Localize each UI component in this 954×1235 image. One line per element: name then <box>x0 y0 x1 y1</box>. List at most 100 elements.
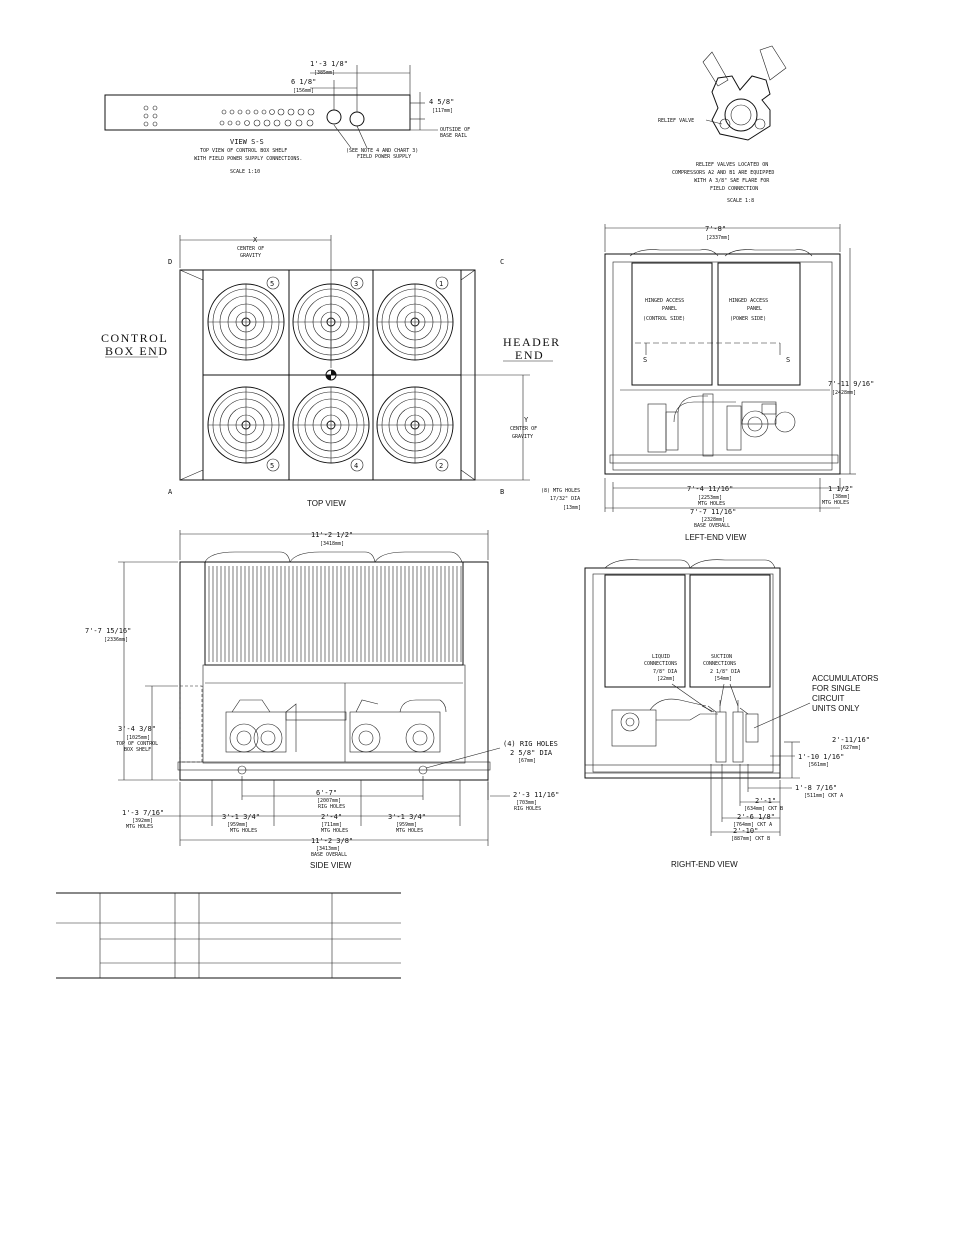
sv-shelf-l1: TOP OF CONTROL <box>116 741 158 747</box>
compressor-body <box>724 98 758 132</box>
sv-m2-lbl: MTG HOLES <box>321 828 348 834</box>
re-liquid-3: 7/8" DIA <box>653 669 677 675</box>
re-liquid-2: CONNECTIONS <box>644 661 677 667</box>
sv-height: 7'-7 15/16" <box>85 627 131 635</box>
relief-line3: WITH A 3/8" SAE FLARE FOR <box>694 178 770 184</box>
sv-width: 11'-2 1/2" <box>311 531 353 539</box>
fan-1 <box>376 283 454 361</box>
side-view: 11'-2 1/2" [3418mm] 7'-7 15/16" [2336mm]… <box>85 530 559 870</box>
le-width-mm: [2337mm] <box>706 235 730 241</box>
rig-hole-right <box>418 765 428 775</box>
top-view: 5 3 1 5 4 2 X CENTER OF GRAVITY Y CENTER… <box>101 235 561 508</box>
re-d3: 1'-8 7/16" <box>795 784 837 792</box>
corner-a: A <box>168 488 173 496</box>
y-cog-1: CENTER OF <box>510 426 537 432</box>
le-base-dim: 7'-7 11/16" <box>690 508 736 516</box>
rig-hole-left <box>237 765 247 775</box>
right-end-frame <box>584 567 781 779</box>
re-d6-mm: [887mm] CKT B <box>731 836 770 842</box>
view-s-sub2: WITH FIELD POWER SUPPLY CONNECTIONS. <box>194 156 302 162</box>
sv-width-mm: [3418mm] <box>320 541 344 547</box>
le-edge-mm: [38mm] <box>832 494 850 500</box>
sv-m3-lbl: MTG HOLES <box>396 828 423 834</box>
header-end-2: END <box>515 348 544 362</box>
re-d6: 2'-10" <box>733 827 758 835</box>
y-label: Y <box>524 416 529 424</box>
le-edge-lbl: MTG HOLES <box>822 500 849 506</box>
corner-c: C <box>500 258 504 266</box>
fan-label-4: 4 <box>354 462 358 470</box>
re-liquid-1: LIQUID <box>652 654 670 660</box>
sv-left-lbl: MTG HOLES <box>126 824 153 830</box>
coil-fins <box>208 566 462 662</box>
sv-m1: 3'-1 3/4" <box>222 813 260 821</box>
sv-m3-mm: [959mm] <box>396 822 417 828</box>
re-accumulators-1: ACCUMULATORS <box>812 674 878 683</box>
sv-m1-mm: [959mm] <box>227 822 248 828</box>
section-s-right: S <box>786 356 790 364</box>
sv-right-dim: 2'-3 11/16" <box>513 791 559 799</box>
sv-right-mm: [703mm] <box>516 800 537 806</box>
control-box-shelf <box>104 94 411 131</box>
panel-control-3: (CONTROL SIDE) <box>643 316 685 322</box>
panel-control-1: HINGED ACCESS <box>645 298 684 304</box>
re-suction-3: 2 1/8" DIA <box>710 669 740 675</box>
re-d4-mm: [634mm] CKT B <box>744 806 783 812</box>
sv-right-lbl: RIG HOLES <box>514 806 541 812</box>
fan-4 <box>292 386 370 464</box>
re-accumulators-4: UNITS ONLY <box>812 704 860 713</box>
corner-d: D <box>168 258 172 266</box>
view-s-scale: SCALE 1:10 <box>230 169 260 175</box>
sv-left-mm: [392mm] <box>132 818 153 824</box>
re-d5: 2'-6 1/8" <box>737 813 775 821</box>
sv-m2-mm: [711mm] <box>321 822 342 828</box>
view-s-note2: FIELD POWER SUPPLY <box>357 154 411 160</box>
re-d3-mm: [511mm] CKT A <box>804 793 843 799</box>
hinged-panel-power <box>717 262 801 386</box>
fan-label-5-bottom: 5 <box>270 462 274 470</box>
le-base-mm: [2328mm] <box>701 517 725 523</box>
dim-mid: 6 1/8" <box>291 78 316 86</box>
re-components <box>611 698 759 763</box>
panel-power-2: PANEL <box>747 306 762 312</box>
sv-m2: 2'-4" <box>321 813 342 821</box>
re-suction-1: SUCTION <box>711 654 732 660</box>
fan-label-1: 1 <box>439 280 443 288</box>
sv-rig-2: 2 5/8" DIA <box>510 749 553 757</box>
relief-line2: COMPRESSORS A2 AND B1 ARE EQUIPPED <box>672 170 774 176</box>
power-supply-knockout-1 <box>326 109 342 125</box>
view-s-note1: (SEE NOTE 4 AND CHART 3) <box>346 148 418 154</box>
le-mtg-holes: MTG HOLES <box>698 501 725 507</box>
left-end-view: 7'-8" [2337mm] 7'-11 9/16" [2428mm] HING… <box>541 224 874 542</box>
relief-valve-fitting <box>719 118 731 130</box>
sv-rig-span-mm: [2007mm] <box>317 798 341 804</box>
fan-label-2: 2 <box>439 462 443 470</box>
compressor-group-right <box>349 699 447 753</box>
dim-mid-mm: [156mm] <box>293 88 314 94</box>
le-base-lbl: BASE OVERALL <box>694 523 730 529</box>
control-box-end-1: CONTROL <box>101 331 168 345</box>
dim-top-mm: [385mm] <box>314 70 335 76</box>
le-mtg-mm: [13mm] <box>563 505 581 511</box>
control-box-end-2: BOX END <box>105 344 169 358</box>
sv-left-dim: 1'-3 7/16" <box>122 809 164 817</box>
sv-height-mm: [2336mm] <box>104 637 128 643</box>
header-end-1: HEADER <box>503 335 561 349</box>
sv-base-mm: [3413mm] <box>316 846 340 852</box>
fan-5-top <box>207 283 285 361</box>
le-edge-dim: 1 1/2" <box>828 485 853 493</box>
le-height: 7'-11 9/16" <box>828 380 874 388</box>
compressor-group-left <box>225 699 297 753</box>
panel-control-2: PANEL <box>662 306 677 312</box>
re-d1-mm: [627mm] <box>840 745 861 751</box>
re-suction-2: CONNECTIONS <box>703 661 736 667</box>
sv-shelf-l2: BOX SHELF <box>124 747 151 753</box>
view-s-sub1: TOP VIEW OF CONTROL BOX SHELF <box>200 148 287 154</box>
fan-label-5-top: 5 <box>270 280 274 288</box>
relief-valve-label: RELIEF VALVE <box>658 118 694 124</box>
top-view-title: TOP VIEW <box>307 499 346 508</box>
corner-b: B <box>500 488 504 496</box>
sv-base: 11'-2 3/8" <box>311 837 353 845</box>
re-d2-mm: [561mm] <box>808 762 829 768</box>
